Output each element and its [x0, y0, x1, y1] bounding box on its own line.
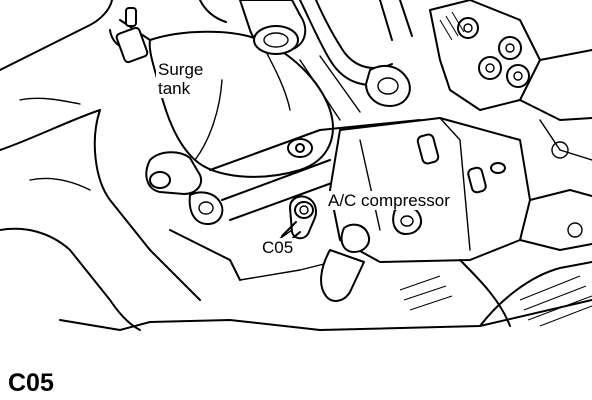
- ac-compressor-label: A/C compressor: [326, 191, 452, 210]
- throttle-bracket: [429, 0, 592, 161]
- figure-caption: C05: [8, 369, 54, 397]
- pulley-area: [399, 141, 592, 327]
- intake-pipes: [199, 0, 413, 121]
- surge-tank-label: Surge tank: [156, 60, 206, 98]
- lower-left-pipes: [145, 119, 421, 281]
- connector-label: C05: [260, 238, 296, 257]
- engine-bay-outline: [0, 0, 592, 331]
- ac-compressor: [320, 117, 592, 302]
- c05-connector: [281, 195, 317, 245]
